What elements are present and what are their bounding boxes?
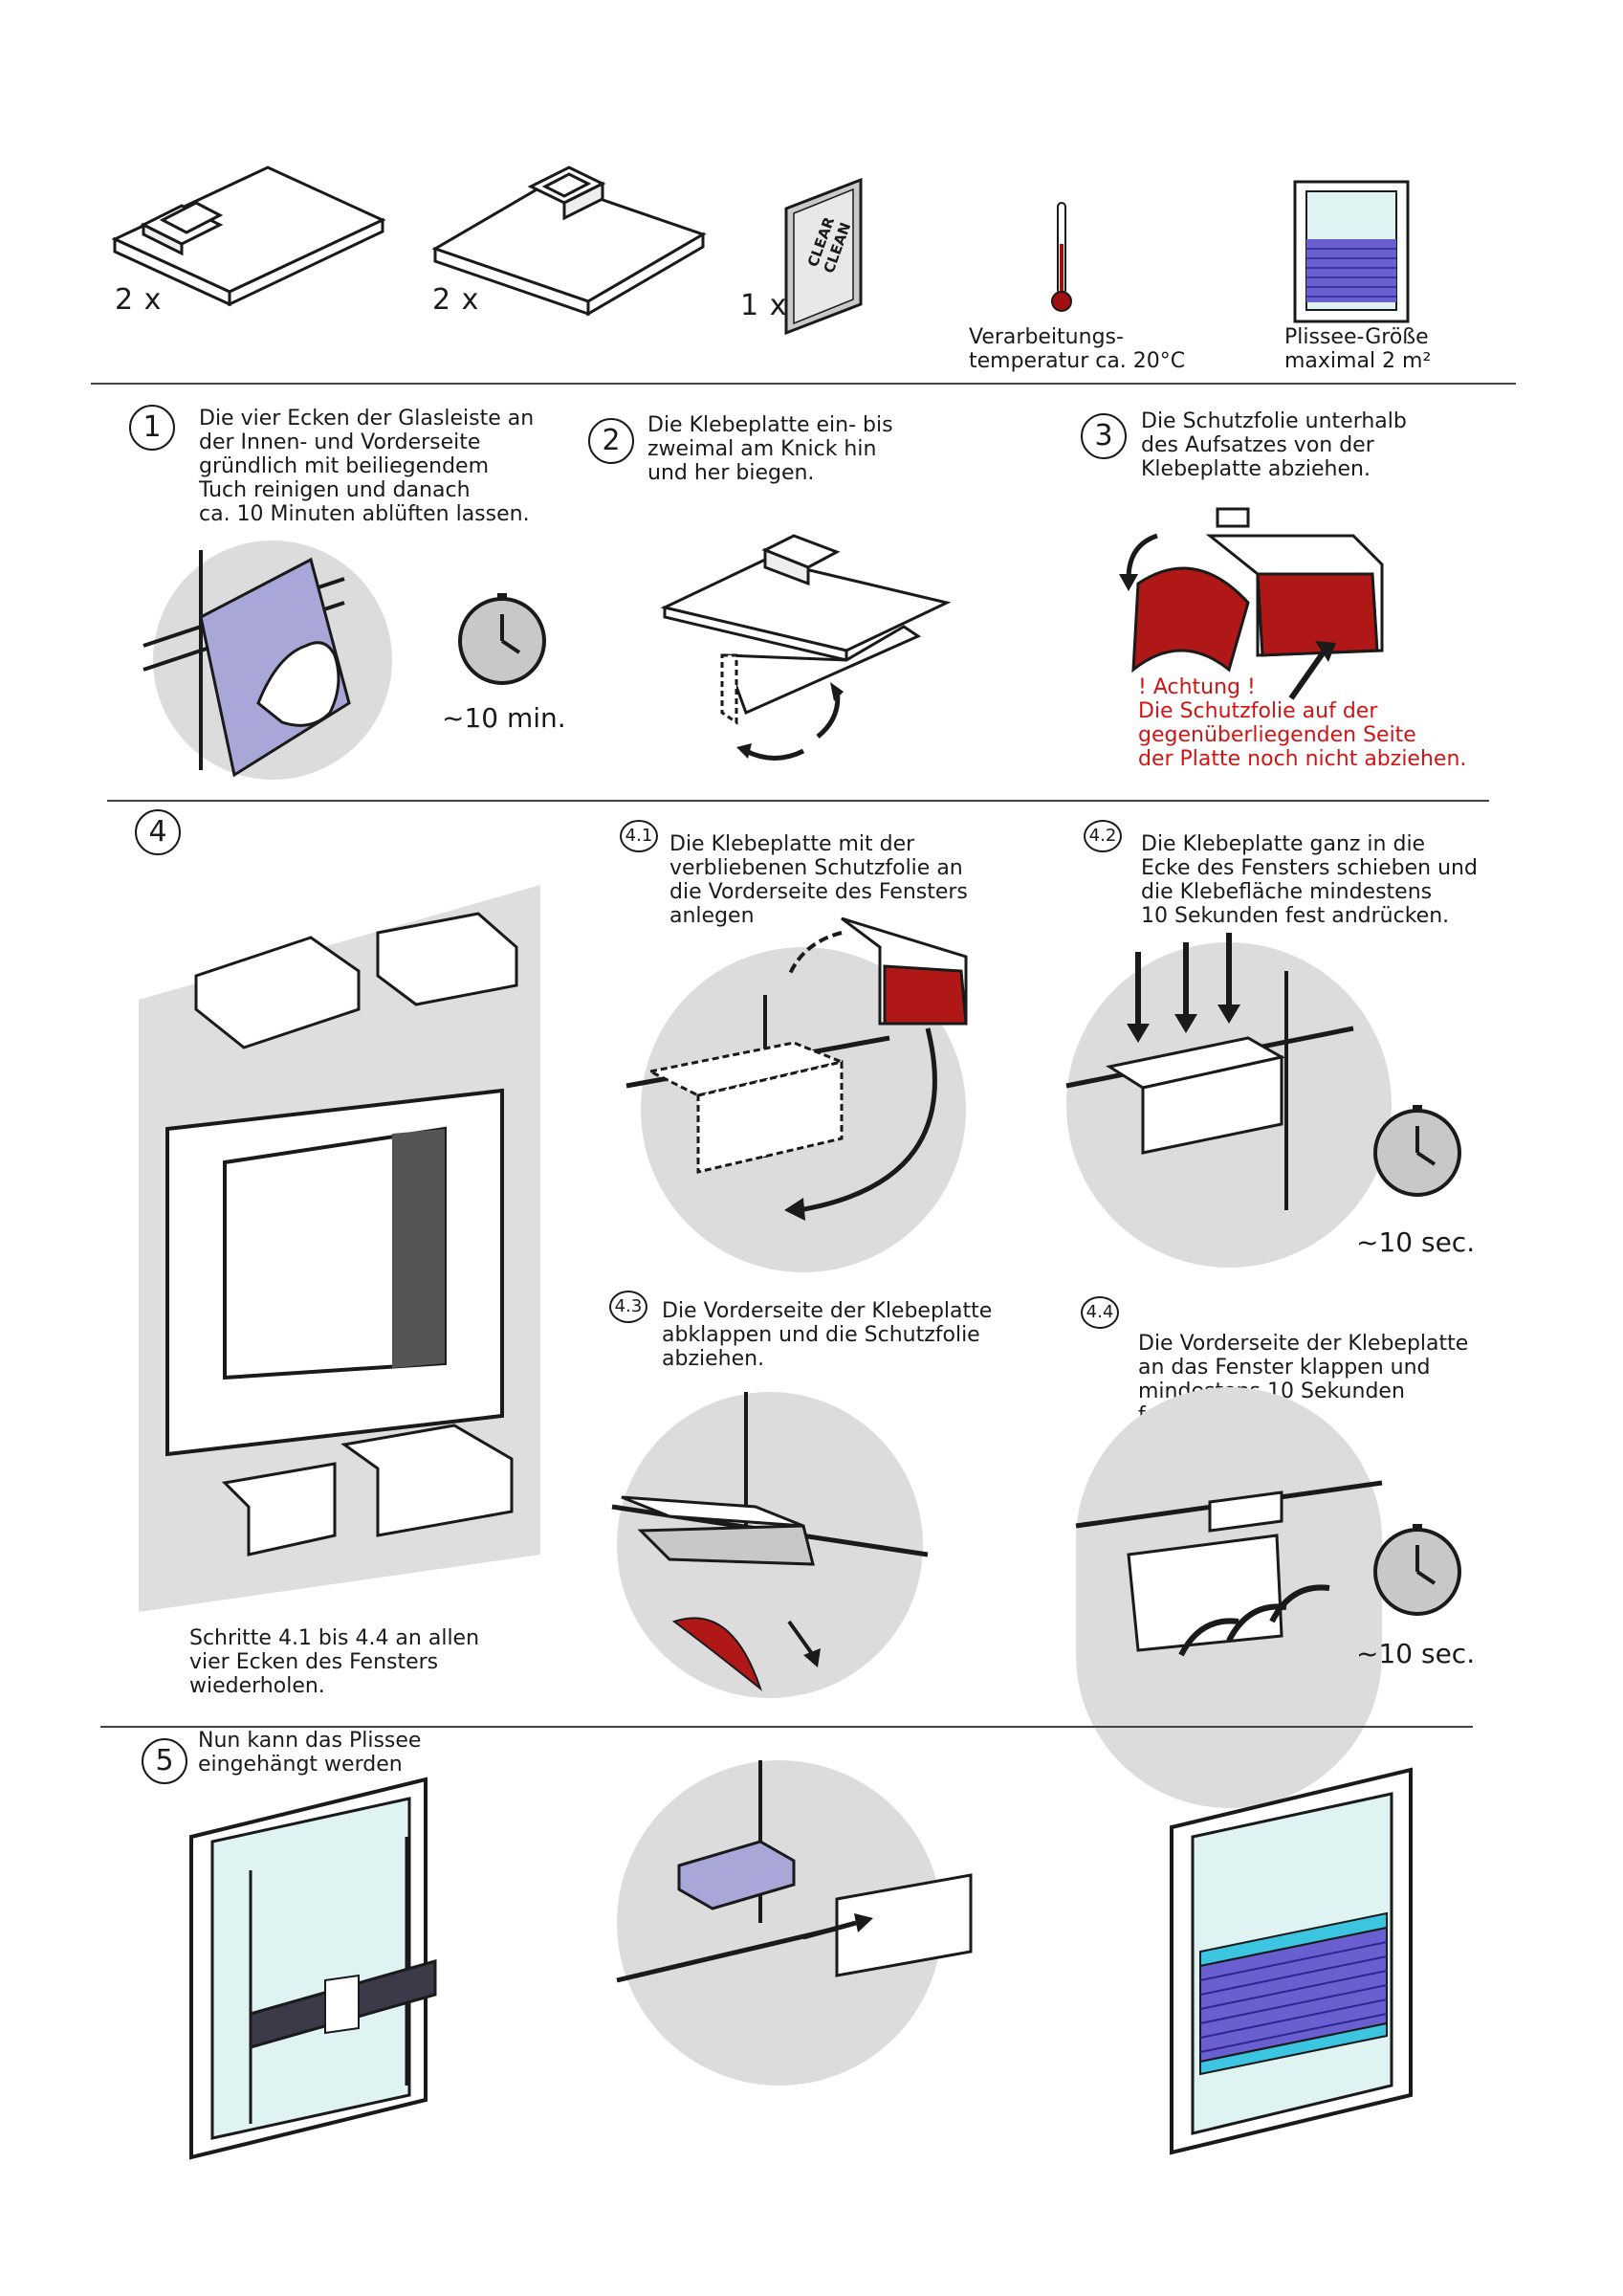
clock-icon — [1373, 1524, 1461, 1616]
step-1-text: Die vier Ecken der Glasleiste an der Inn… — [199, 407, 535, 526]
window-corners-illustration — [139, 885, 540, 1612]
peel-foil-illustration — [1119, 507, 1384, 700]
thermometer-icon — [1051, 202, 1072, 312]
attach-plate-illustration — [625, 916, 968, 1272]
step-4-1-text: Die Klebeplatte mit der verbliebenen Sch… — [669, 832, 968, 928]
step-3-warning: ! Achtung ! Die Schutzfolie auf der gege… — [1138, 675, 1467, 771]
step-4-2-text: Die Klebeplatte ganz in die Ecke des Fen… — [1141, 832, 1478, 928]
step-4-2-time: ~10 sec. — [1356, 1226, 1476, 1258]
hook-plissee-illustration — [616, 1760, 973, 2086]
fold-plate-illustration — [611, 1392, 929, 1698]
step-4-badge: 4 — [135, 809, 181, 855]
step-4-3-badge: 4.3 — [609, 1291, 647, 1323]
qty-wipe: 1 x — [740, 289, 788, 322]
adhesive-plate-left-illustration — [111, 166, 386, 307]
step-3-text: Die Schutzfolie unterhalb des Aufsatzes … — [1141, 409, 1407, 481]
bending-plate-illustration — [660, 534, 952, 761]
step-4-3-text: Die Vorderseite der Klebeplatte abklappe… — [662, 1299, 993, 1371]
press-plate-illustration — [1065, 933, 1392, 1268]
step-4-4-badge: 4.4 — [1081, 1296, 1119, 1329]
clock-icon — [458, 593, 546, 685]
pleated-window-icon — [1293, 180, 1410, 323]
step-4-4-time: ~10 sec. — [1356, 1638, 1476, 1669]
fold-press-illustration — [1075, 1387, 1383, 1808]
divider-3 — [100, 1726, 1473, 1728]
step-5-text: Nun kann das Plissee eingehängt werden — [198, 1729, 422, 1777]
temperature-label: Verarbeitungs- temperatur ca. 20°C — [969, 325, 1186, 373]
step-2-badge: 2 — [588, 418, 634, 464]
step-4-text: Schritte 4.1 bis 4.4 an allen vier Ecken… — [189, 1626, 480, 1698]
clock-icon — [1373, 1105, 1461, 1197]
step-1-badge: 1 — [129, 405, 175, 451]
step-1-time: ~10 min. — [442, 702, 566, 734]
adhesive-plate-right-illustration — [431, 166, 707, 317]
divider-2 — [107, 800, 1489, 802]
qty-left-plate: 2 x — [115, 283, 163, 317]
step-5-badge: 5 — [142, 1738, 187, 1784]
step-3-badge: 3 — [1081, 413, 1127, 459]
hang-pleat-window-illustration — [189, 1777, 437, 2160]
step-2-text: Die Klebeplatte ein- bis zweimal am Knic… — [647, 413, 893, 485]
finished-pleat-window-illustration — [1170, 1767, 1413, 2155]
cleaning-window-illustration — [143, 541, 392, 780]
cleaning-wipe-icon — [784, 177, 863, 336]
divider-1 — [91, 383, 1516, 385]
size-label: Plissee-Größe maximal 2 m² — [1284, 325, 1432, 373]
step-4-1-badge: 4.1 — [620, 820, 658, 852]
qty-right-plate: 2 x — [432, 283, 480, 317]
step-4-2-badge: 4.2 — [1084, 820, 1122, 852]
